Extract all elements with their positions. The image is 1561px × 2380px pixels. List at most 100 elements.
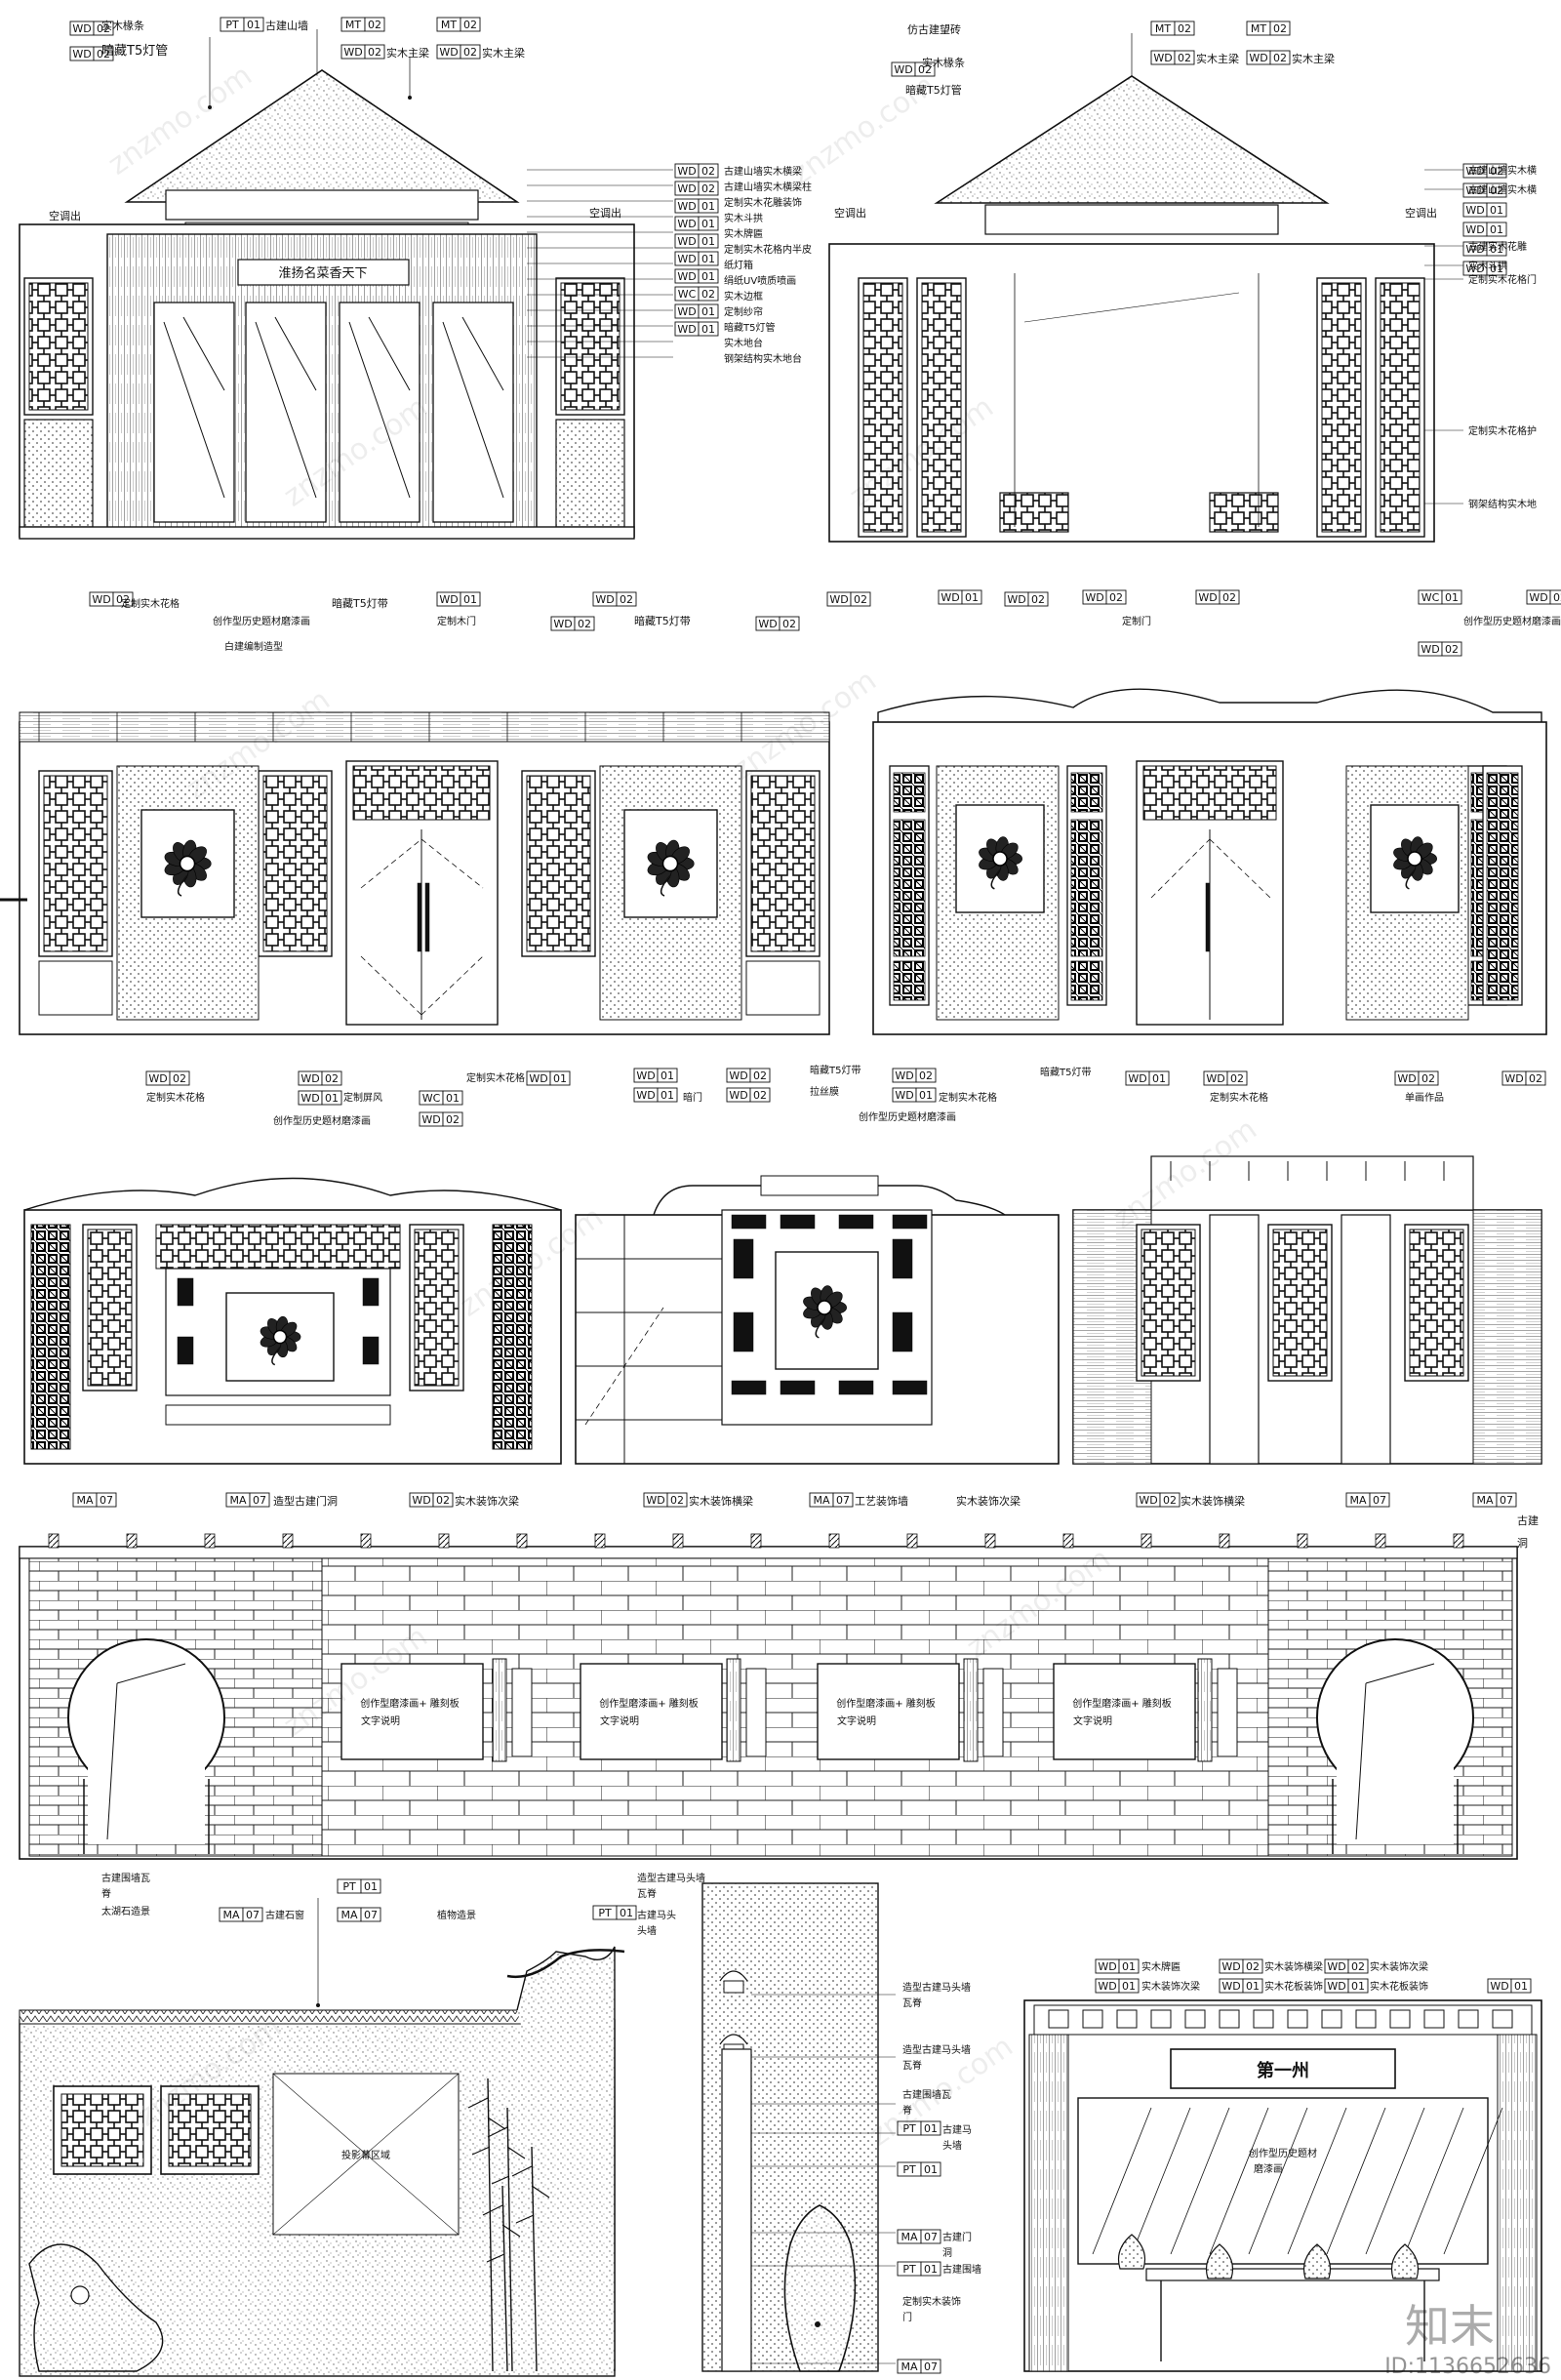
tag-code: WD (92, 593, 110, 606)
note-text: 脊 (101, 1887, 111, 1900)
note-text: 古建围墙 (942, 2263, 981, 2276)
note-text: 实木主梁 (386, 46, 429, 60)
lattice-infill (862, 282, 903, 533)
curtain-panel (555, 419, 625, 528)
lattice-strip (492, 1224, 533, 1450)
lattice-strip (1070, 960, 1103, 1001)
screen-ornament (362, 1336, 380, 1365)
tag-code: PT (225, 19, 239, 31)
carved-panel (838, 1380, 874, 1395)
tag-code: MA (76, 1494, 93, 1507)
plaque-text: 创作型磨漆画+ 雕刻板 (360, 1697, 460, 1710)
carved-panel (731, 1214, 767, 1230)
arch-cornice (877, 688, 1542, 722)
lattice-strip (1070, 819, 1103, 957)
flower-center (661, 855, 679, 872)
tag-number: 02 (368, 46, 381, 59)
tag-number-box (1486, 182, 1507, 198)
scroll-post (982, 1668, 1004, 1757)
screen-top (155, 1224, 401, 1270)
flower-center (1407, 851, 1422, 867)
bamboo-leaf (482, 2204, 521, 2263)
tag-number-box (616, 1905, 637, 1920)
tag-number: 02 (97, 48, 110, 61)
tag-number-box (920, 2261, 941, 2277)
tag-code: WD (829, 593, 848, 606)
mural-hatch (1170, 2107, 1230, 2255)
mural-hatch (1404, 2107, 1464, 2255)
door-handle (1205, 882, 1211, 952)
tag-number-box (1148, 1070, 1170, 1086)
plaque-text: 淮扬名菜香天下 (278, 265, 367, 281)
tag-number-box (460, 17, 481, 32)
bamboo-leaf (467, 2097, 506, 2156)
id-label: ID:1136652636 (1384, 2355, 1551, 2379)
note-text: 定制实木花格 (1210, 1091, 1268, 1104)
tag-number-box (657, 1087, 678, 1103)
tag-number-box (442, 1090, 463, 1106)
tag-number-box (242, 1907, 263, 1922)
arch-cornice (653, 1185, 1006, 1216)
lattice-strip (893, 960, 926, 1001)
tag-code: WD (677, 305, 696, 318)
note-text: 实木牌匾 (1141, 1960, 1181, 1973)
callout-text: 钢架结构实木地 (1468, 498, 1537, 510)
window-lattice (60, 2093, 144, 2167)
beam-end (282, 1533, 294, 1549)
tag-code: MA (1476, 1494, 1493, 1507)
stem (990, 868, 1001, 890)
mural-text: 创作型历史题材 (1249, 2147, 1317, 2159)
glass-door (245, 302, 327, 523)
tag-number: 01 (1122, 1980, 1136, 1993)
note-text: 实木花板装饰 (1370, 1980, 1428, 1993)
note-text: 实木装饰次梁 (956, 1494, 1021, 1508)
lattice-strip (30, 1224, 71, 1450)
tag-code: MA (901, 2231, 917, 2243)
lattice-infill (1409, 1229, 1464, 1377)
beam-end (1062, 1533, 1074, 1549)
tag-number-box (1174, 20, 1195, 36)
frieze-block (1423, 2009, 1445, 2029)
tag-number-box (1486, 241, 1507, 257)
note-text: 暗藏T5灯带 (1040, 1066, 1091, 1078)
note-text: 实木主梁 (1292, 52, 1335, 65)
callout-text: 古建实木花雕 (1468, 240, 1527, 253)
tag-number: 01 (919, 1089, 933, 1102)
tag-code: WD (1128, 1072, 1146, 1085)
tag-number-box (1118, 1958, 1140, 1974)
tag-code: WD (439, 593, 458, 606)
carved-panel (892, 1238, 913, 1279)
flower-center (272, 1329, 288, 1345)
tag-number: 02 (1445, 643, 1459, 656)
tag-number: 02 (753, 1069, 767, 1082)
leader-dot (316, 2003, 320, 2007)
mural-hatch (1131, 2107, 1191, 2255)
beam-end (1141, 1533, 1152, 1549)
brand-logo-text: 知末 (1405, 2300, 1495, 2353)
tag-code: WD (1504, 1072, 1523, 1085)
tag-number-box (574, 616, 595, 631)
tag-number: 02 (436, 1494, 450, 1507)
note-text: 洞 (942, 2247, 952, 2259)
tag-code: WD (636, 1089, 655, 1102)
tag-number-box (93, 20, 114, 36)
tag-code: WD (1529, 591, 1547, 604)
tag-number-box (698, 268, 719, 284)
tag-number-box (914, 61, 936, 77)
tag-number-box (321, 1070, 342, 1086)
note-text: 古建山墙 (265, 19, 308, 32)
tag-number-box (1441, 589, 1462, 605)
tag-code: WD (1327, 1980, 1345, 1993)
